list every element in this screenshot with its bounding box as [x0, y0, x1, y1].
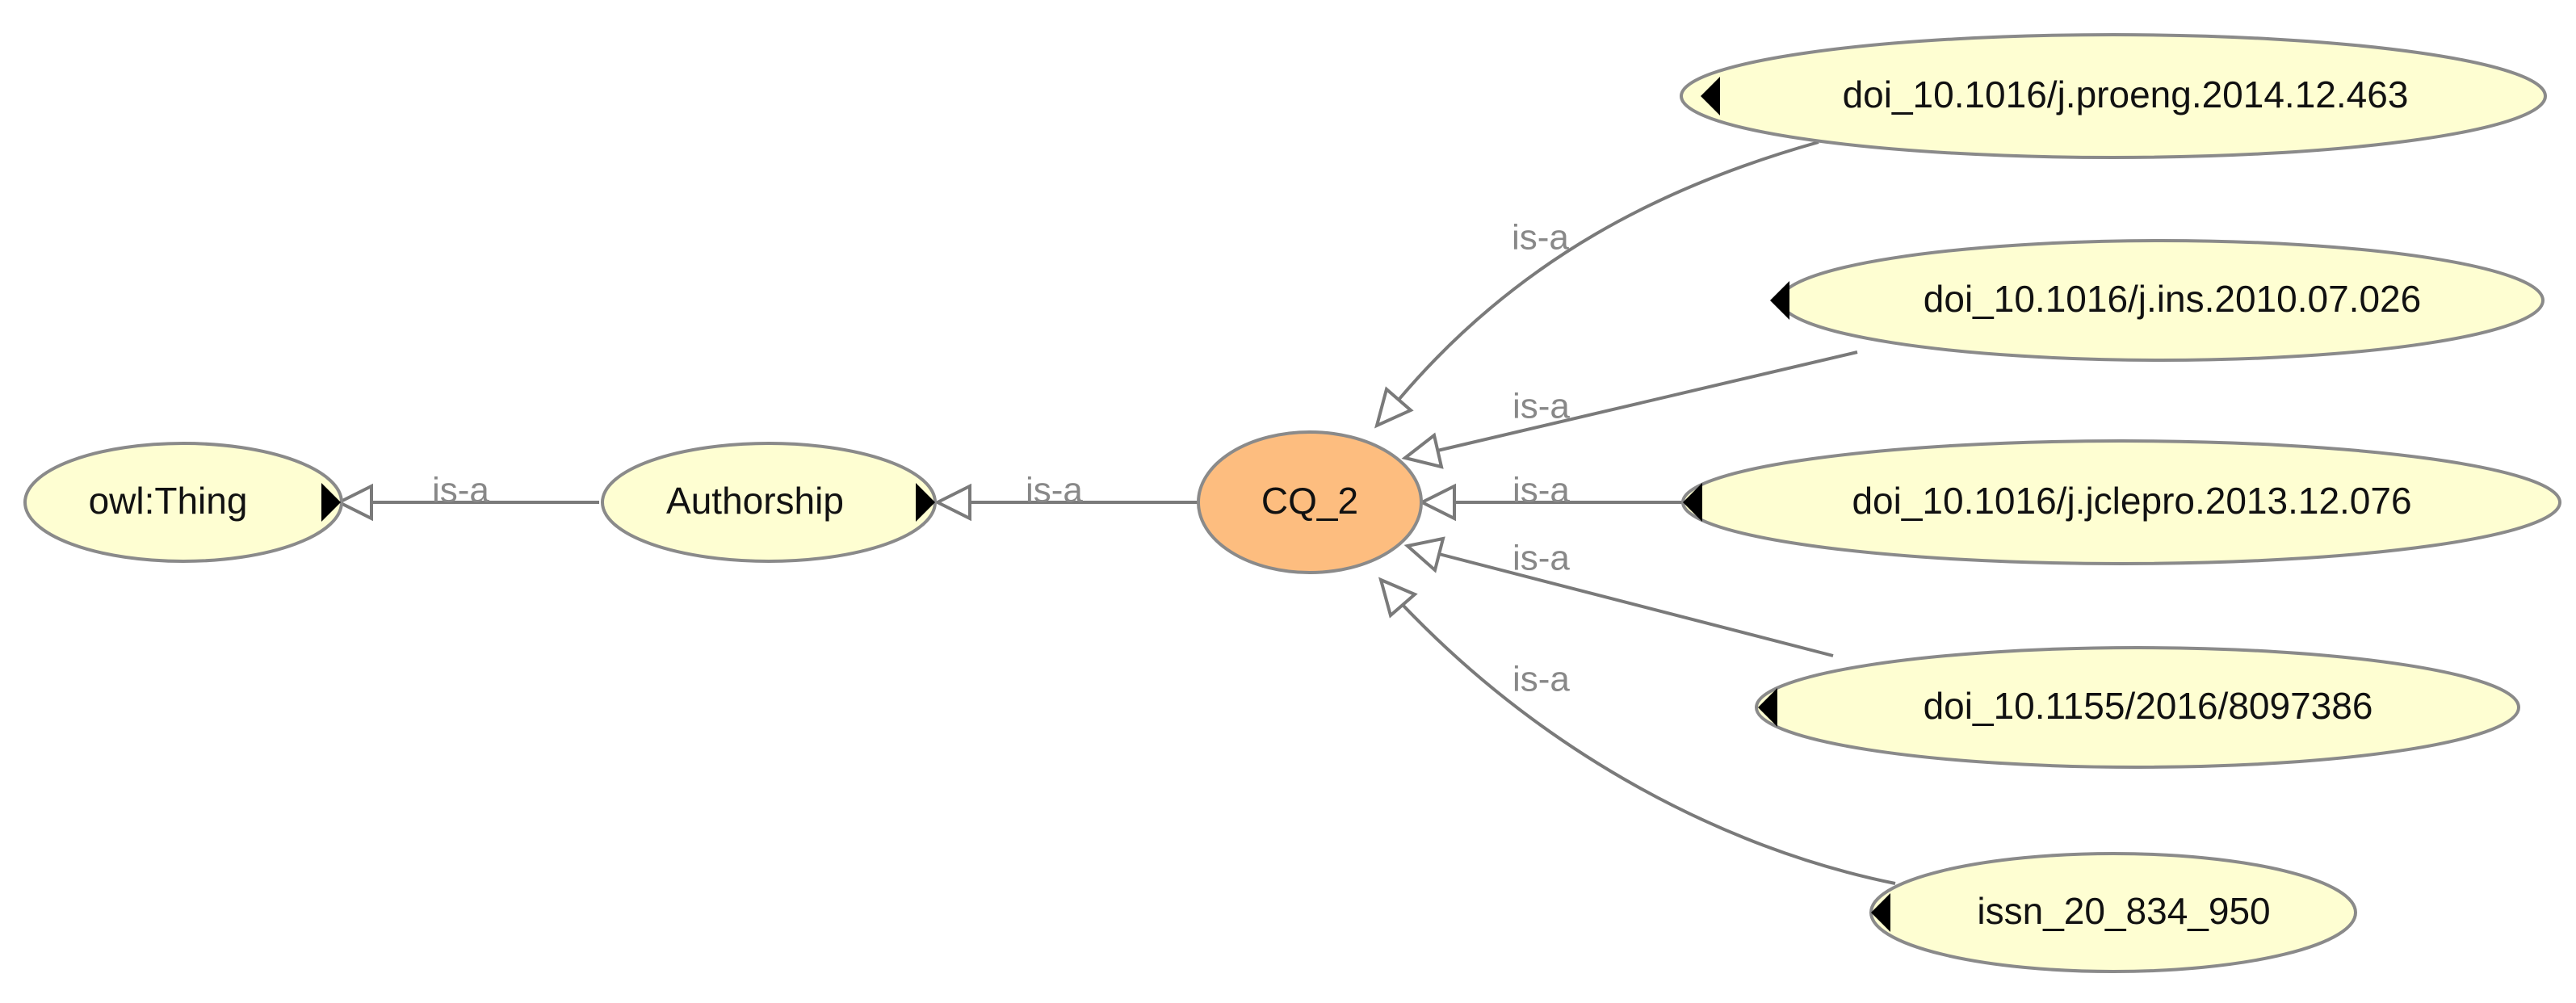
node-label: CQ_2: [1261, 480, 1358, 522]
edge-issn-cq2: is-a: [1378, 577, 1896, 885]
edge-label: is-a: [1512, 387, 1570, 426]
node-label: Authorship: [666, 480, 844, 522]
node-label: doi_10.1016/j.jclepro.2013.12.076: [1852, 480, 2411, 522]
edge-label: is-a: [432, 471, 489, 510]
expand-marker-icon[interactable]: [1770, 281, 1789, 320]
edge-label: is-a: [1512, 660, 1570, 699]
expand-marker-icon[interactable]: [1701, 77, 1720, 115]
edge-label: is-a: [1026, 471, 1083, 510]
edge-cq2-authorship: is-a: [933, 471, 1199, 522]
edge-doi-proeng-cq2: is-a: [1374, 141, 1819, 429]
edge-line: [1401, 603, 1896, 885]
node-doi-1155[interactable]: doi_10.1155/2016/8097386: [1755, 646, 2520, 769]
expand-marker-icon[interactable]: [1683, 483, 1702, 522]
node-ellipse: [1197, 430, 1423, 574]
node-ellipse: [1755, 646, 2520, 769]
edge-label: is-a: [1512, 539, 1570, 578]
edge-label: is-a: [1512, 218, 1569, 258]
expand-marker-icon[interactable]: [1758, 688, 1777, 727]
edge-doi-1155-cq2: is-a: [1403, 536, 1834, 657]
edge-line: [1437, 350, 1858, 452]
edge-doi-jclepro-cq2: is-a: [1418, 471, 1683, 522]
expand-marker-icon[interactable]: [916, 483, 935, 522]
node-label: owl:Thing: [89, 480, 248, 522]
node-ellipse: [23, 442, 343, 563]
node-owl-thing[interactable]: owl:Thing: [23, 442, 343, 563]
edge-authorship-owl-thing: is-a: [335, 471, 599, 522]
node-label: doi_10.1155/2016/8097386: [1924, 685, 2373, 727]
node-ellipse: [1680, 33, 2547, 159]
arrowhead-icon: [1403, 536, 1445, 573]
edge-line: [1397, 141, 1819, 401]
arrowhead-icon: [1374, 386, 1414, 429]
node-label: issn_20_834_950: [1977, 890, 2270, 932]
node-cq2[interactable]: CQ_2: [1197, 430, 1423, 574]
arrowhead-icon: [1418, 483, 1456, 522]
arrowhead-icon: [335, 483, 373, 522]
expand-marker-icon[interactable]: [321, 483, 341, 522]
node-label: doi_10.1016/j.ins.2010.07.026: [1924, 278, 2421, 320]
arrowhead-icon: [933, 483, 971, 522]
node-label: doi_10.1016/j.proeng.2014.12.463: [1843, 73, 2409, 115]
edge-label: is-a: [1512, 471, 1570, 510]
node-issn[interactable]: issn_20_834_950: [1869, 852, 2357, 973]
node-doi-ins[interactable]: doi_10.1016/j.ins.2010.07.026: [1770, 239, 2545, 362]
arrowhead-icon: [1378, 577, 1418, 619]
arrowhead-icon: [1401, 432, 1444, 469]
node-doi-proeng[interactable]: doi_10.1016/j.proeng.2014.12.463: [1680, 33, 2547, 159]
node-doi-jclepro[interactable]: doi_10.1016/j.jclepro.2013.12.076: [1681, 439, 2561, 565]
edge-doi-ins-cq2: is-a: [1401, 350, 1858, 469]
edge-line: [1438, 552, 1834, 657]
node-authorship[interactable]: Authorship: [601, 442, 937, 563]
expand-marker-icon[interactable]: [1871, 893, 1890, 932]
